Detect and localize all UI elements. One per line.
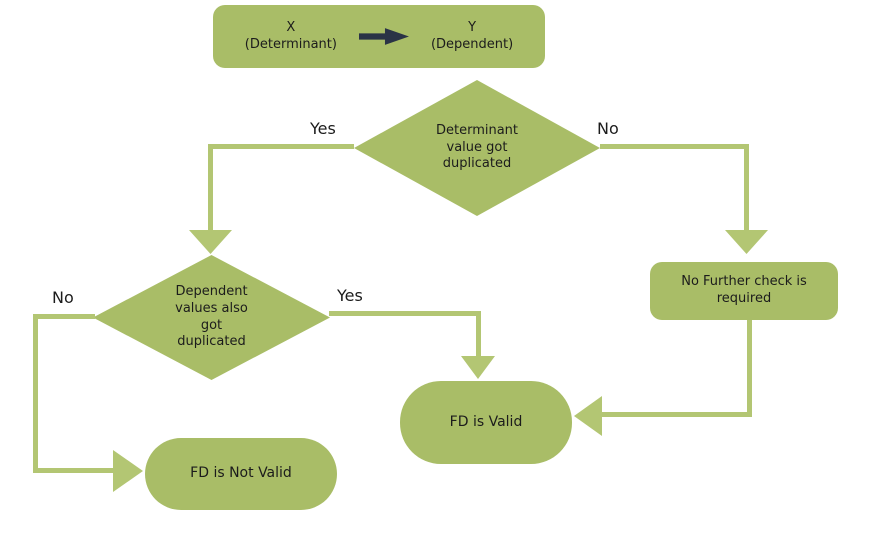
- dependent-label-group: Y (Dependent): [431, 20, 513, 53]
- connector-yes2-vertical: [476, 311, 481, 358]
- edge-label-yes-determinant: Yes: [310, 119, 336, 138]
- edge-label-no-dependent: No: [52, 288, 74, 307]
- decision2-line4: duplicated: [177, 334, 246, 350]
- implies-arrow-icon: [358, 28, 409, 45]
- connector-no1-vertical: [744, 144, 749, 232]
- decision1-line1: Determinant: [435, 123, 519, 139]
- determinant-label-group: X (Determinant): [245, 20, 337, 53]
- node-fd-not-valid: FD is Not Valid: [145, 438, 337, 510]
- arrowhead-down-icon: [725, 230, 768, 254]
- fd-not-valid-label: FD is Not Valid: [190, 465, 292, 482]
- decision2-line2: values also: [175, 300, 248, 316]
- fd-valid-label: FD is Valid: [449, 413, 523, 430]
- connector-nofurther-vertical: [747, 320, 752, 416]
- connector-no2-vertical: [33, 314, 38, 473]
- no-further-check-text: No Further check is required: [681, 274, 807, 307]
- decision2-line3: got: [200, 317, 223, 333]
- y-label: Y: [468, 19, 477, 35]
- decision-dependent-duplicated: Dependent values also got duplicated: [93, 255, 330, 380]
- connector-nofurther-horizontal: [600, 412, 752, 417]
- x-label: X: [286, 19, 296, 35]
- connector-yes1-vertical: [208, 144, 213, 232]
- determinant-label: (Determinant): [244, 36, 337, 52]
- node-fd-definition: X (Determinant) Y (Dependent): [213, 5, 545, 68]
- connector-no2-horizontal-top: [33, 314, 95, 319]
- connector-yes2-horizontal: [329, 311, 481, 316]
- decision-dependent-text: Dependent values also got duplicated: [175, 284, 248, 351]
- connector-no2-horizontal-bottom: [33, 468, 115, 473]
- decision1-line2: value got: [446, 139, 508, 155]
- no-further-line2: required: [716, 291, 772, 306]
- edge-label-no-determinant: No: [597, 119, 619, 138]
- connector-no1-horizontal: [600, 144, 749, 149]
- arrowhead-left-icon: [574, 396, 602, 436]
- arrowhead-down-icon: [189, 230, 232, 254]
- connector-yes1-horizontal: [208, 144, 354, 149]
- arrowhead-down-icon: [461, 356, 495, 379]
- dependent-label: (Dependent): [430, 36, 514, 52]
- node-no-further-check: No Further check is required: [650, 262, 838, 320]
- decision1-line3: duplicated: [442, 156, 512, 172]
- node-fd-valid: FD is Valid: [400, 381, 572, 464]
- edge-label-yes-dependent: Yes: [337, 286, 363, 305]
- decision-determinant-duplicated: Determinant value got duplicated: [354, 80, 600, 216]
- no-further-line1: No Further check is: [681, 274, 807, 290]
- arrowhead-right-icon: [113, 450, 143, 492]
- decision2-line1: Dependent: [175, 284, 248, 300]
- decision-determinant-text: Determinant value got duplicated: [436, 123, 518, 173]
